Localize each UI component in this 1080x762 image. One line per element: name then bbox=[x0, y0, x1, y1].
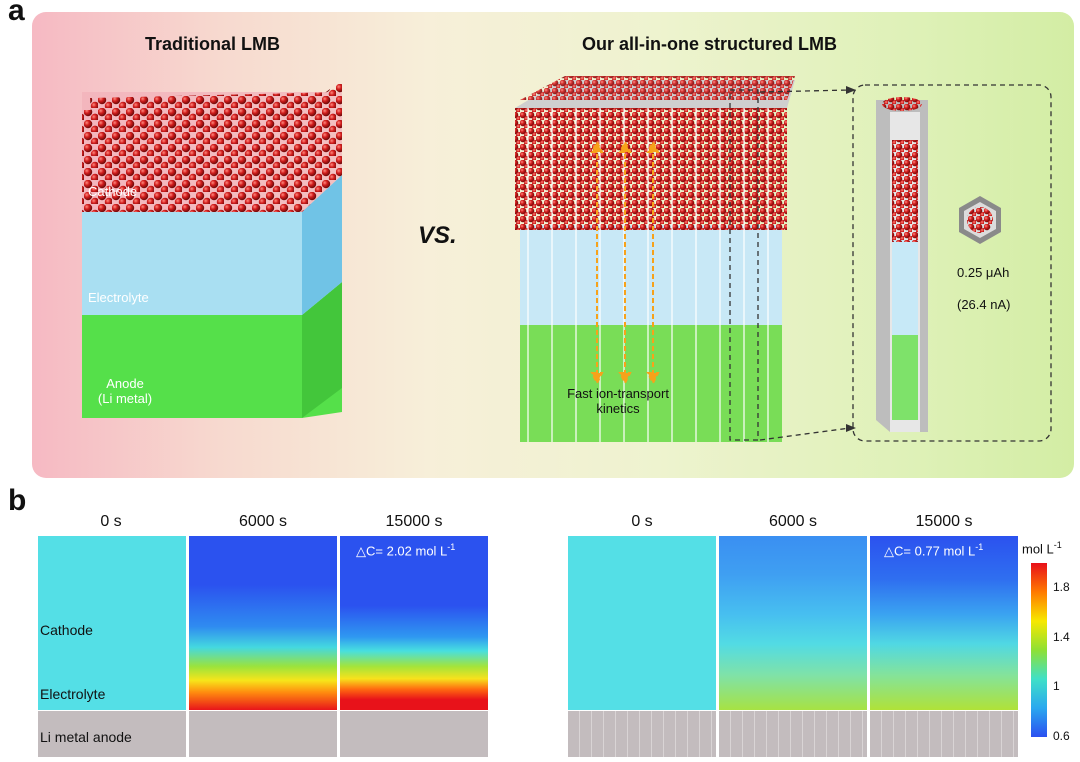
electrolyte-layer-label: Electrolyte bbox=[88, 290, 149, 305]
left-time-2: 15000 s bbox=[385, 513, 443, 530]
left-anode-6000s bbox=[189, 711, 337, 757]
panel-b-letter: b bbox=[8, 484, 27, 517]
left-delta-text: △C= 2.02 mol L bbox=[356, 543, 448, 559]
anode-layer-label: Anode (Li metal) bbox=[80, 376, 170, 406]
colorbar bbox=[1031, 563, 1047, 737]
left-tile-15000s: △C= 2.02 mol L-1 bbox=[340, 536, 488, 710]
anode-label-line2: (Li metal) bbox=[97, 391, 153, 406]
anode-row-label: Li metal anode bbox=[40, 729, 132, 745]
single-tube bbox=[876, 97, 928, 432]
right-time-1: 6000 s bbox=[768, 513, 818, 530]
ion-transport-label: Fast ion-transport kinetics bbox=[548, 386, 688, 416]
anode-label-line1: Anode bbox=[106, 376, 144, 391]
colorbar-tick-label: 1.4 bbox=[1053, 629, 1070, 644]
right-delta-sup: -1 bbox=[975, 542, 984, 552]
left-anode-0s bbox=[38, 711, 186, 757]
hexagon-cross-section bbox=[959, 196, 1001, 244]
cathode-row-label: Cathode bbox=[40, 622, 93, 638]
right-anode-6000s bbox=[719, 711, 867, 757]
colorbar-unit: mol L-1 bbox=[1022, 540, 1062, 556]
right-delta-text: △C= 0.77 mol L bbox=[884, 543, 976, 559]
vs-text: VS. bbox=[418, 222, 457, 249]
right-anode-0s bbox=[568, 711, 716, 757]
colorbar-tick-label: 0.6 bbox=[1053, 729, 1070, 743]
ion-transport-arrows bbox=[590, 139, 660, 386]
colorbar-tick-label: 1.8 bbox=[1053, 579, 1070, 594]
left-tile-0s bbox=[38, 536, 186, 710]
current-label: (26.4 nA) bbox=[957, 297, 1011, 312]
left-time-0: 0 s bbox=[100, 513, 122, 530]
colorbar-unit-text: mol L bbox=[1022, 541, 1054, 557]
panel-a-letter: a bbox=[8, 0, 25, 27]
right-time-2: 15000 s bbox=[915, 513, 973, 530]
zoom-connector bbox=[729, 84, 1052, 442]
right-time-0: 0 s bbox=[631, 513, 653, 530]
structured-lmb-title: Our all-in-one structured LMB bbox=[582, 34, 838, 54]
colorbar-tick-label: 1 bbox=[1053, 679, 1060, 694]
left-delta-label: △C= 2.02 mol L-1 bbox=[356, 542, 455, 559]
right-tile-0s bbox=[568, 536, 716, 710]
ion-transport-line2: kinetics bbox=[596, 401, 640, 416]
right-tile-15000s: △C= 0.77 mol L-1 bbox=[870, 536, 1018, 710]
colorbar-unit-sup: -1 bbox=[1053, 540, 1062, 550]
electrolyte-row-label: Electrolyte bbox=[40, 686, 106, 702]
left-anode-15000s bbox=[340, 711, 488, 757]
left-time-1: 6000 s bbox=[238, 513, 288, 530]
capacity-label: 0.25 μAh bbox=[957, 265, 1010, 280]
traditional-lmb-title: Traditional LMB bbox=[145, 34, 280, 54]
cathode-layer-label: Cathode bbox=[88, 184, 138, 199]
right-delta-label: △C= 0.77 mol L-1 bbox=[884, 542, 983, 559]
right-tile-6000s bbox=[719, 536, 867, 710]
right-anode-15000s bbox=[870, 711, 1018, 757]
ion-transport-line1: Fast ion-transport bbox=[567, 386, 669, 401]
structured-lmb-block bbox=[515, 76, 795, 442]
traditional-lmb-box bbox=[82, 80, 342, 418]
left-delta-sup: -1 bbox=[447, 542, 456, 552]
left-tile-6000s bbox=[189, 536, 337, 710]
